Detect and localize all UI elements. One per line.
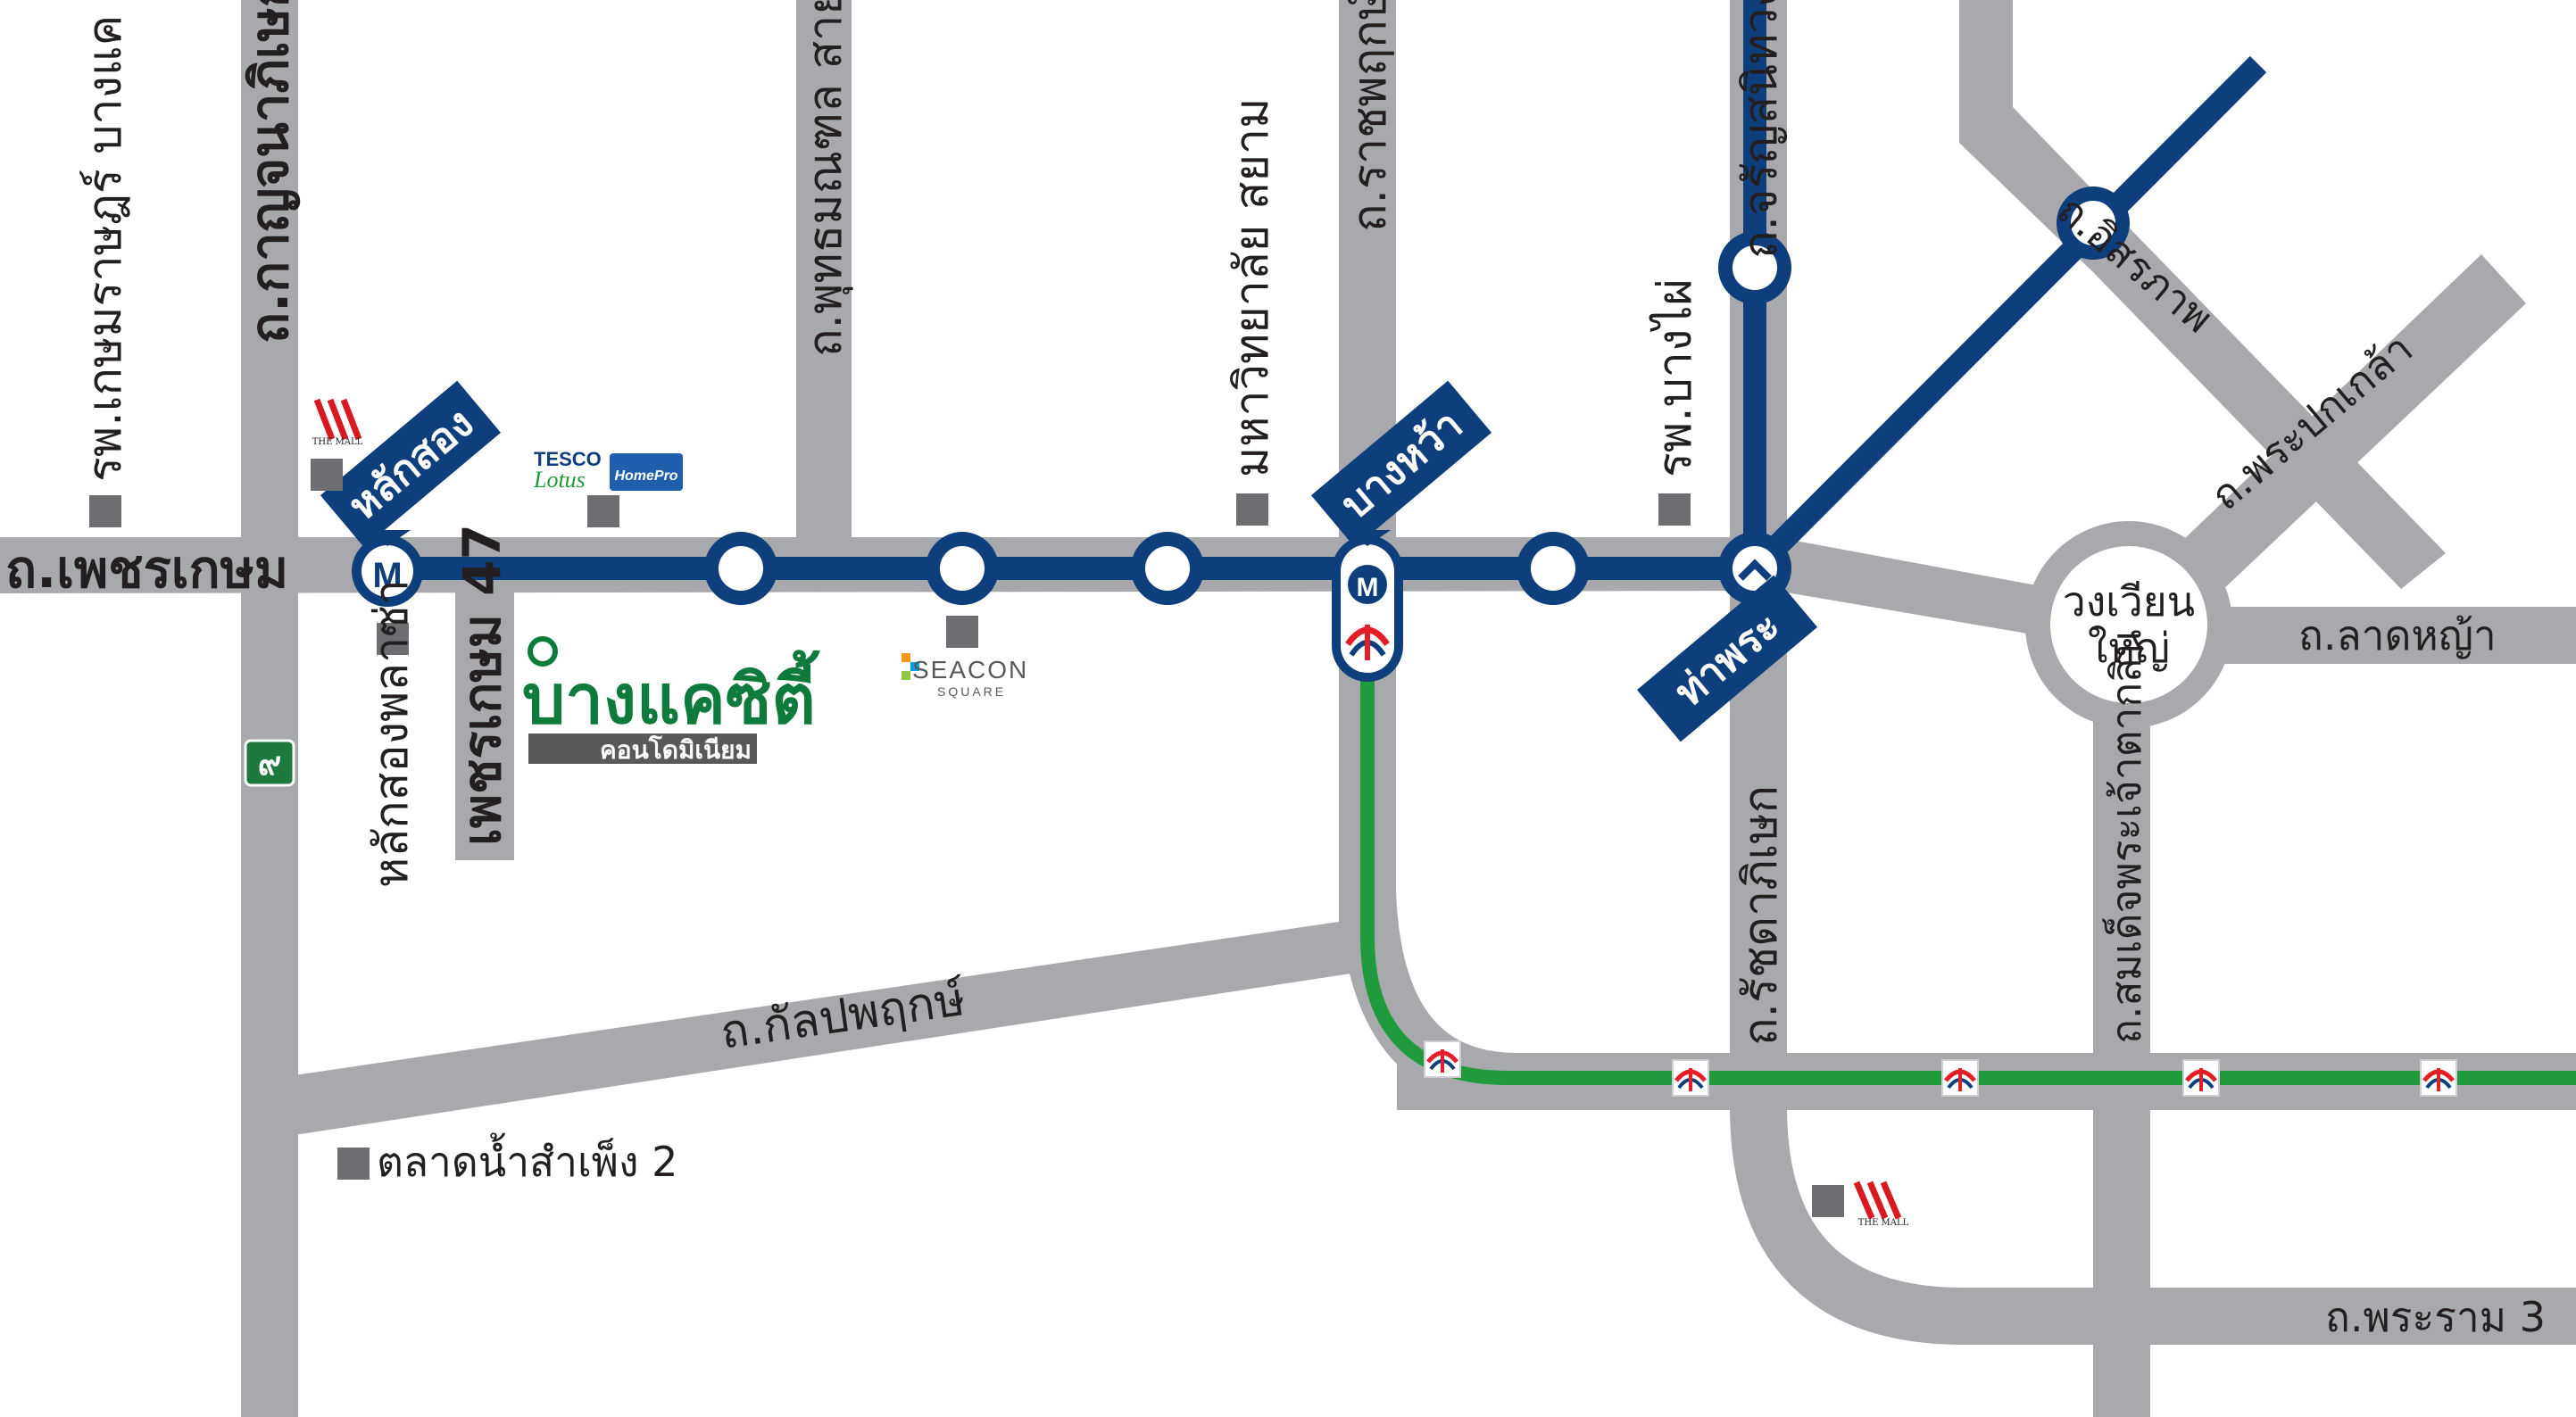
chevron-up-icon <box>1738 559 1772 581</box>
poi-marker <box>1236 493 1268 526</box>
seacon-logo: SEACON SQUARE <box>902 653 1028 699</box>
road-itsaraphap-lower <box>2093 232 2446 589</box>
road-curve-ratchadaphisek <box>1730 1106 2576 1345</box>
route-shield-number: ๙ <box>258 746 281 783</box>
project-subtitle-bar <box>528 733 757 764</box>
lotus-text: Lotus <box>533 467 586 493</box>
label-phetkasem47: เพชรเกษม 47 <box>452 524 512 846</box>
road-phutthamonthon <box>796 0 852 544</box>
station-tag-tha-phra: ท่าพระ <box>1636 575 1818 742</box>
label-circle-line1: วงเวียน <box>2063 577 2195 626</box>
place-kasemrad: รพ.เกษมราษฎร์ บางแค <box>79 15 132 482</box>
label-rama3: ถ.พระราม 3 <box>2325 1293 2546 1341</box>
label-charansanitwong: ถ.จรัญสนิทวงศ์ <box>1734 0 1788 259</box>
poi-marker <box>337 1148 370 1180</box>
poi-marker <box>1658 493 1691 526</box>
tag-pointer <box>1344 530 1391 546</box>
seacon-text: SEACON <box>912 656 1028 684</box>
station-stops <box>704 186 2130 605</box>
the-mall-logo-top: THE MALL <box>312 398 363 447</box>
road-phetkasem47 <box>455 571 514 860</box>
label-ratchadaphisek: ถ.รัชดาภิเษก <box>1734 785 1788 1046</box>
label-ratchaphruek: ถ.ราชพฤกษ์ <box>1343 0 1397 232</box>
seacon-subtext: SQUARE <box>937 684 1006 699</box>
label-kanchanaphisek: ถ.กาญจนาภิเษก <box>239 0 300 344</box>
label-taksin: ถ.สมเด็จพระเจ้าตากสิน <box>2102 629 2150 1044</box>
place-bang-phai-hospital: รพ.บางไผ่ <box>1649 278 1702 477</box>
bts-logo-icon <box>1345 625 1390 660</box>
bts-stations <box>1424 1040 2457 1097</box>
bts-logo-icon <box>1672 1059 1709 1097</box>
the-mall-text: THE MALL <box>1858 1218 1909 1228</box>
project-name: บางแคซิตี้ <box>522 650 821 739</box>
label-phetkasem: ถ.เพชรเกษม <box>5 539 288 600</box>
mrt-letter: M <box>1357 573 1379 602</box>
poi-marker <box>311 459 343 491</box>
label-lat-ya: ถ.ลาดหญ้า <box>2298 611 2497 659</box>
project-subtitle: คอนโดมิเนียม <box>600 734 752 765</box>
road-kanlapaphruek <box>295 919 1357 1135</box>
poi-marker <box>1812 1185 1844 1217</box>
homepro-text: HomePro <box>614 468 677 484</box>
station-circle-icon <box>926 532 999 605</box>
bts-logo-icon <box>2182 1059 2220 1097</box>
tag-pointer <box>364 530 411 546</box>
road-phra-pokklao <box>2160 254 2526 607</box>
place-siam-university: มหาวิทยาลัย สยาม <box>1226 98 1279 477</box>
station-circle-icon <box>1517 532 1590 605</box>
station-circle-icon <box>1131 532 1204 605</box>
bts-logo-icon <box>2420 1059 2457 1097</box>
station-circle-icon <box>1718 231 1791 304</box>
route-shield-icon: ๙ <box>244 739 295 787</box>
places: รพ.เกษมราษฎร์ บางแค หลักสองพลาซ่า มหาวิท… <box>79 15 1844 1217</box>
the-mall-logo-bottom: THE MALL <box>1853 1181 1909 1228</box>
poi-marker <box>946 616 978 648</box>
bang-wa-interchange-icon: M <box>1332 535 1403 682</box>
place-talad-nam: ตลาดน้ำสำเพ็ง 2 <box>377 1132 677 1186</box>
station-tag-bang-wa: บางหว้า <box>1310 380 1492 548</box>
poi-marker <box>377 623 409 655</box>
label-phutthamonthon: ถ.พุทธมณฑล สาย 1 <box>799 0 853 357</box>
tesco-text: TESCO <box>534 448 602 470</box>
poi-marker <box>89 495 121 527</box>
road-kanchanaphisek <box>241 0 298 1417</box>
mrt-lak-song-icon: M <box>352 535 423 607</box>
the-mall-text: THE MALL <box>312 437 363 447</box>
poi-marker <box>587 495 619 527</box>
bts-logo-icon <box>1424 1040 1461 1078</box>
tesco-lotus-logo: TESCO Lotus <box>533 448 602 493</box>
station-circle-icon <box>704 532 777 605</box>
place-lak-song-plaza: หลักสองพลาซ่า <box>365 579 419 888</box>
bts-green-line <box>1360 678 2576 1085</box>
mrt-blue-line-diagonal <box>1746 55 2267 577</box>
mrt-letter: M <box>372 556 402 595</box>
wongwian-yai-inner <box>2050 546 2207 703</box>
bts-logo-icon <box>1941 1059 1979 1097</box>
homepro-logo: HomePro <box>610 453 683 491</box>
label-circle-line2: ใหญ่ <box>2088 624 2170 672</box>
project-logo-dot-icon <box>528 636 558 667</box>
project-bangkae-city-logo: บางแคซิตี้ คอนโดมิเนียม <box>522 636 821 765</box>
station-circle-icon <box>2057 186 2130 260</box>
